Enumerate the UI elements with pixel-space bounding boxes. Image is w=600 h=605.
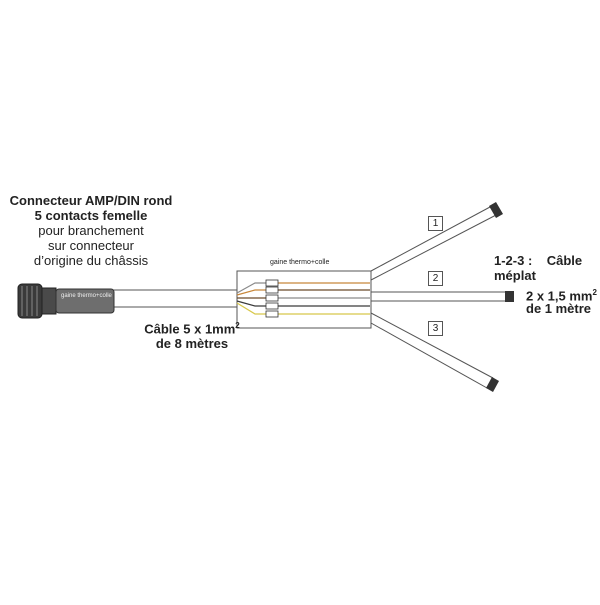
connector-sheath-label: gaine thermo+colle <box>61 293 112 299</box>
main-cable-label-line1: Câble 5 x 1mm2 <box>122 318 262 336</box>
cable-2-end <box>505 291 514 302</box>
output-cable-3 <box>370 312 499 392</box>
splice-crimp <box>265 294 279 302</box>
junction-sheath-label: gaine thermo+colle <box>270 259 330 266</box>
connector-desc-line2: sur connecteur <box>48 238 134 253</box>
main-cable-label: Câble 5 x 1mm2 de 8 mètres <box>122 318 262 351</box>
output-label-type: Câble <box>546 253 583 268</box>
cable-3-end <box>486 377 499 392</box>
wire <box>236 282 266 294</box>
amp-din-connector <box>17 283 115 319</box>
cable-1-end <box>489 202 503 218</box>
connector-sheath <box>55 288 115 314</box>
connector-collar <box>41 287 57 315</box>
wire <box>236 302 266 315</box>
main-cable-section: Câble 5 x 1mm <box>144 321 236 337</box>
output-cable-section-sup: 2 <box>592 288 597 297</box>
splice-crimp <box>265 286 279 294</box>
main-cable <box>112 289 237 308</box>
main-cable-section-sup: 2 <box>235 321 240 330</box>
cable-1-edge <box>370 213 499 281</box>
splice-crimp <box>265 279 279 287</box>
wire <box>236 289 266 296</box>
cable-3-edge <box>370 322 488 389</box>
output-cable-2 <box>371 291 514 302</box>
splice-crimp <box>265 302 279 310</box>
junction-sheath <box>236 270 372 329</box>
cable-number-1: 1 <box>428 216 443 231</box>
connector-desc-line3: d’origine du châssis <box>33 253 149 268</box>
output-label-line1: 1-2-3 : Câble <box>494 253 582 268</box>
connector-title-line2: 5 contacts femelle <box>34 208 148 223</box>
cable-number-2: 2 <box>428 271 443 286</box>
main-cable-label-line2: de 8 mètres <box>155 336 229 352</box>
junction-box <box>236 270 372 329</box>
connector-desc-line1: pour branchement <box>38 223 144 238</box>
wire <box>236 300 266 307</box>
output-label-line3: 2 x 1,5 mm2 <box>526 285 597 303</box>
connector-title-line1: Connecteur AMP/DIN rond <box>9 193 173 208</box>
splice-crimp <box>265 310 279 318</box>
wire-splices <box>265 279 279 318</box>
output-cable-section: 2 x 1,5 mm <box>526 288 593 304</box>
output-label-numbers: 1-2-3 : <box>494 253 533 268</box>
output-label-line2: méplat <box>494 268 536 283</box>
cable-number-3: 3 <box>428 321 443 336</box>
cable-1-edge <box>370 206 491 272</box>
junction-wires <box>236 282 370 315</box>
output-label-line4: de 1 mètre <box>526 301 592 316</box>
output-cable-1 <box>370 202 503 281</box>
connector-description: Connecteur AMP/DIN rond 5 contacts femel… <box>0 193 182 268</box>
cable-3-edge <box>370 312 494 379</box>
